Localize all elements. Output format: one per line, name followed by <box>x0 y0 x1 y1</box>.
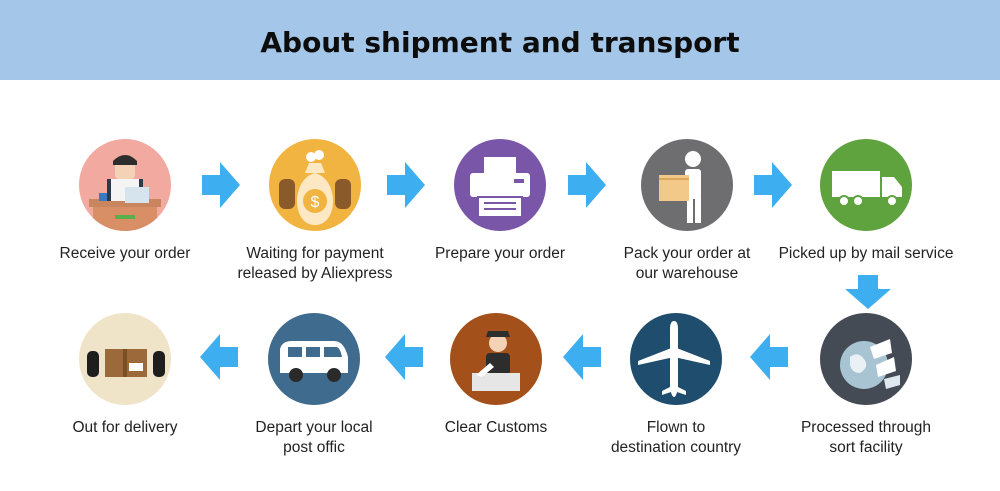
money-bag-icon: $ <box>269 139 361 231</box>
person-carrying-box-icon <box>641 139 733 231</box>
step-10: Out for delivery <box>30 313 220 438</box>
arrow-left-4 <box>200 334 238 385</box>
airplane-icon <box>630 313 722 405</box>
arrow-right-3 <box>568 162 606 213</box>
arrow-left-2 <box>563 334 601 385</box>
package-icon <box>79 313 171 405</box>
step-label: Receive your order <box>59 245 191 262</box>
arrow-right-4 <box>754 162 792 213</box>
step-3: Prepare your order <box>405 139 595 264</box>
step-label: Clear Customs <box>444 419 548 436</box>
arrow-left-1 <box>750 334 788 385</box>
title-banner: About shipment and transport <box>0 0 1000 80</box>
step-8: Clear Customs <box>401 313 591 438</box>
customs-officer-icon <box>450 313 542 405</box>
step-label: Prepare your order <box>434 245 566 262</box>
van-icon <box>268 313 360 405</box>
globe-mail-icon <box>820 313 912 405</box>
arrow-down <box>845 275 891 314</box>
person-at-laptop-icon <box>79 139 171 231</box>
step-label: Picked up by mail service <box>778 245 954 262</box>
step-5: Picked up by mail service <box>771 139 961 264</box>
page-title: About shipment and transport <box>260 26 740 59</box>
arrow-right-2 <box>387 162 425 213</box>
svg-text:$: $ <box>311 194 320 211</box>
step-label: Out for delivery <box>72 419 178 436</box>
truck-icon <box>820 139 912 231</box>
arrow-right-1 <box>202 162 240 213</box>
step-1: Receive your order <box>30 139 220 264</box>
arrow-left-3 <box>385 334 423 385</box>
printer-icon <box>454 139 546 231</box>
